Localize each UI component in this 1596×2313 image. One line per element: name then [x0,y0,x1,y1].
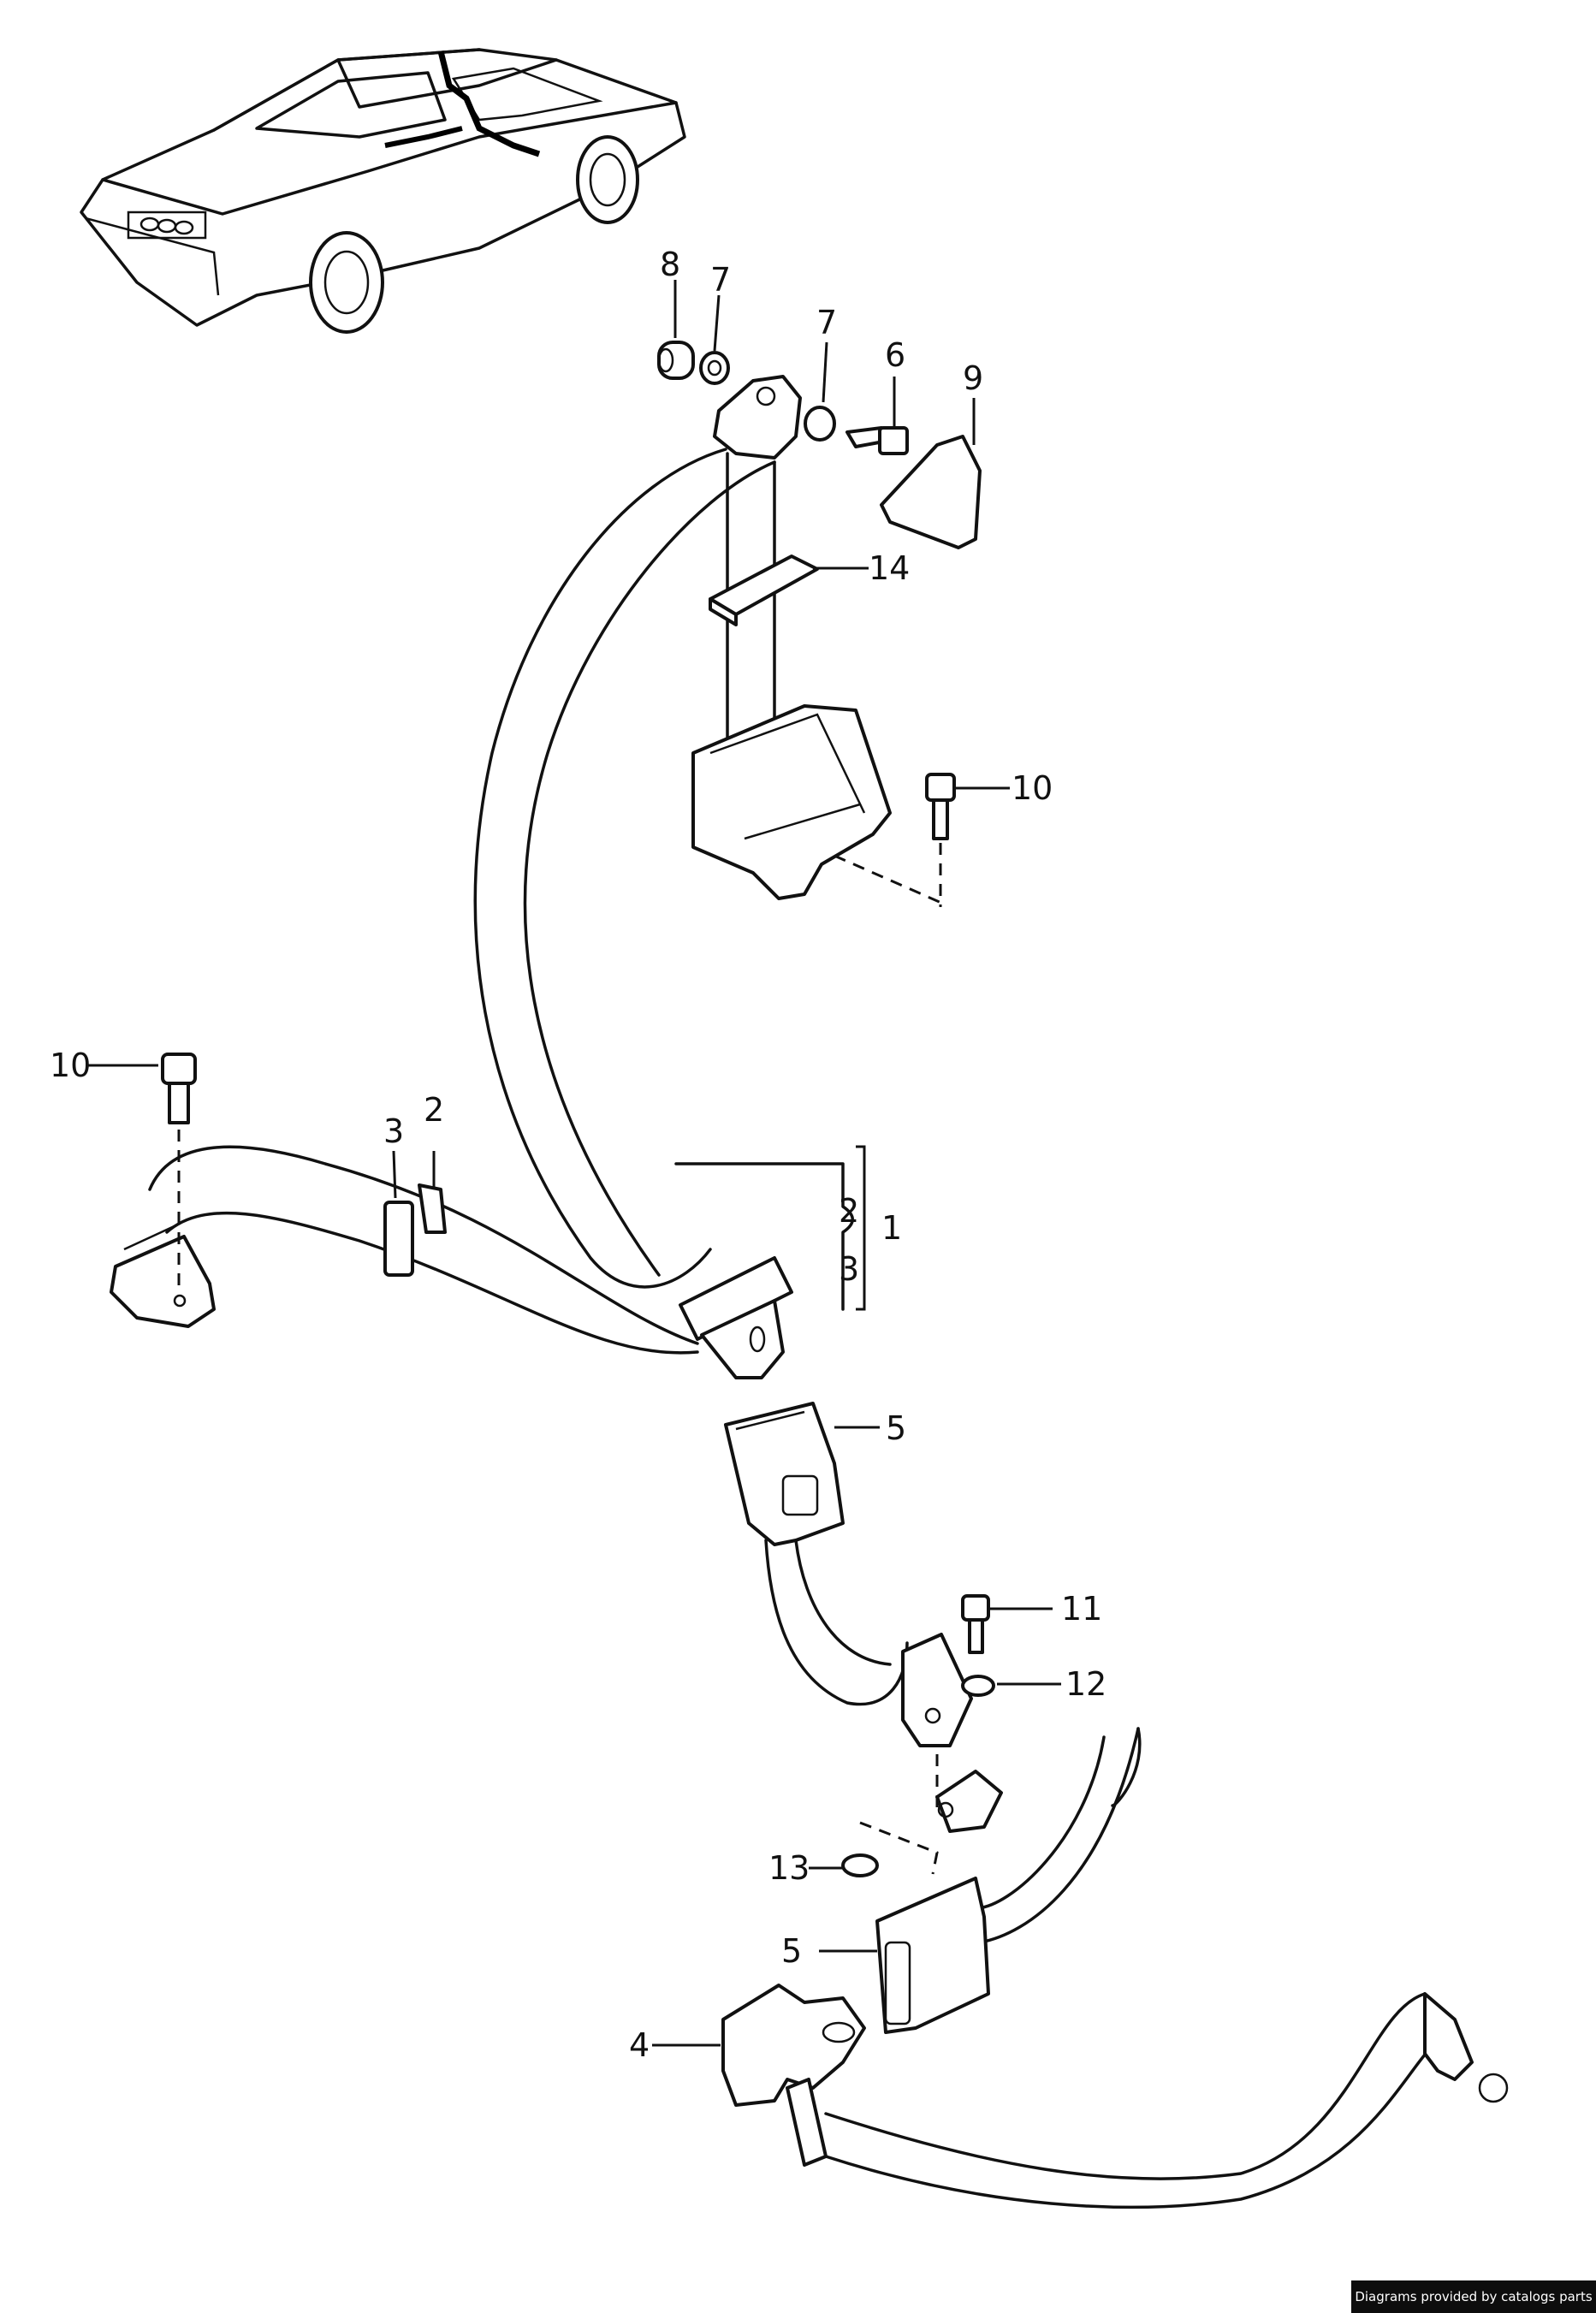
callout-5: 5 [886,1409,906,1447]
car-overview-icon [80,48,686,334]
shoulder-belt-webbing [473,448,776,1289]
credit-banner: Diagrams provided by catalogs parts [1351,2280,1596,2313]
bolt-icon [161,1053,197,1292]
callout-9: 9 [963,359,983,397]
lower-buckle-anchor [901,1633,973,1747]
lap-anchor-left [110,1222,216,1328]
callout-8: 8 [660,246,680,283]
callout-3: 3 [839,1250,859,1288]
belt-guide [709,555,819,626]
callout-13: 13 [768,1849,810,1887]
rear-belt-assembly [721,1727,1509,2209]
belt-tongue [679,1256,793,1379]
bolt-icon [925,773,956,907]
callout-2: 2 [839,1192,859,1230]
callout-7: 7 [710,261,731,299]
callout-7: 7 [816,304,837,341]
callout-4: 4 [629,2026,650,2064]
group-bracket [674,1162,854,1311]
callout-2: 2 [424,1091,444,1129]
leader-lines [86,280,1061,2047]
callout-11: 11 [1061,1590,1102,1628]
callout-12: 12 [1065,1665,1107,1703]
callout-10: 10 [50,1047,91,1084]
callout-6: 6 [885,336,905,374]
lap-belt-webbing [148,1145,699,1355]
callout-1: 1 [881,1209,902,1247]
callout-14: 14 [869,549,910,587]
callout-10: 10 [1012,769,1053,807]
bolt-icon [961,1594,990,1654]
callout-5: 5 [781,1932,802,1970]
belt-clip [418,1183,447,1234]
belt-sleeve [383,1201,414,1277]
upper-anchor-hardware [657,341,982,549]
washer [961,1675,995,1697]
seat-belt-buckle [724,1402,909,1706]
belt-retractor [691,704,942,904]
callout-3: 3 [383,1112,404,1150]
